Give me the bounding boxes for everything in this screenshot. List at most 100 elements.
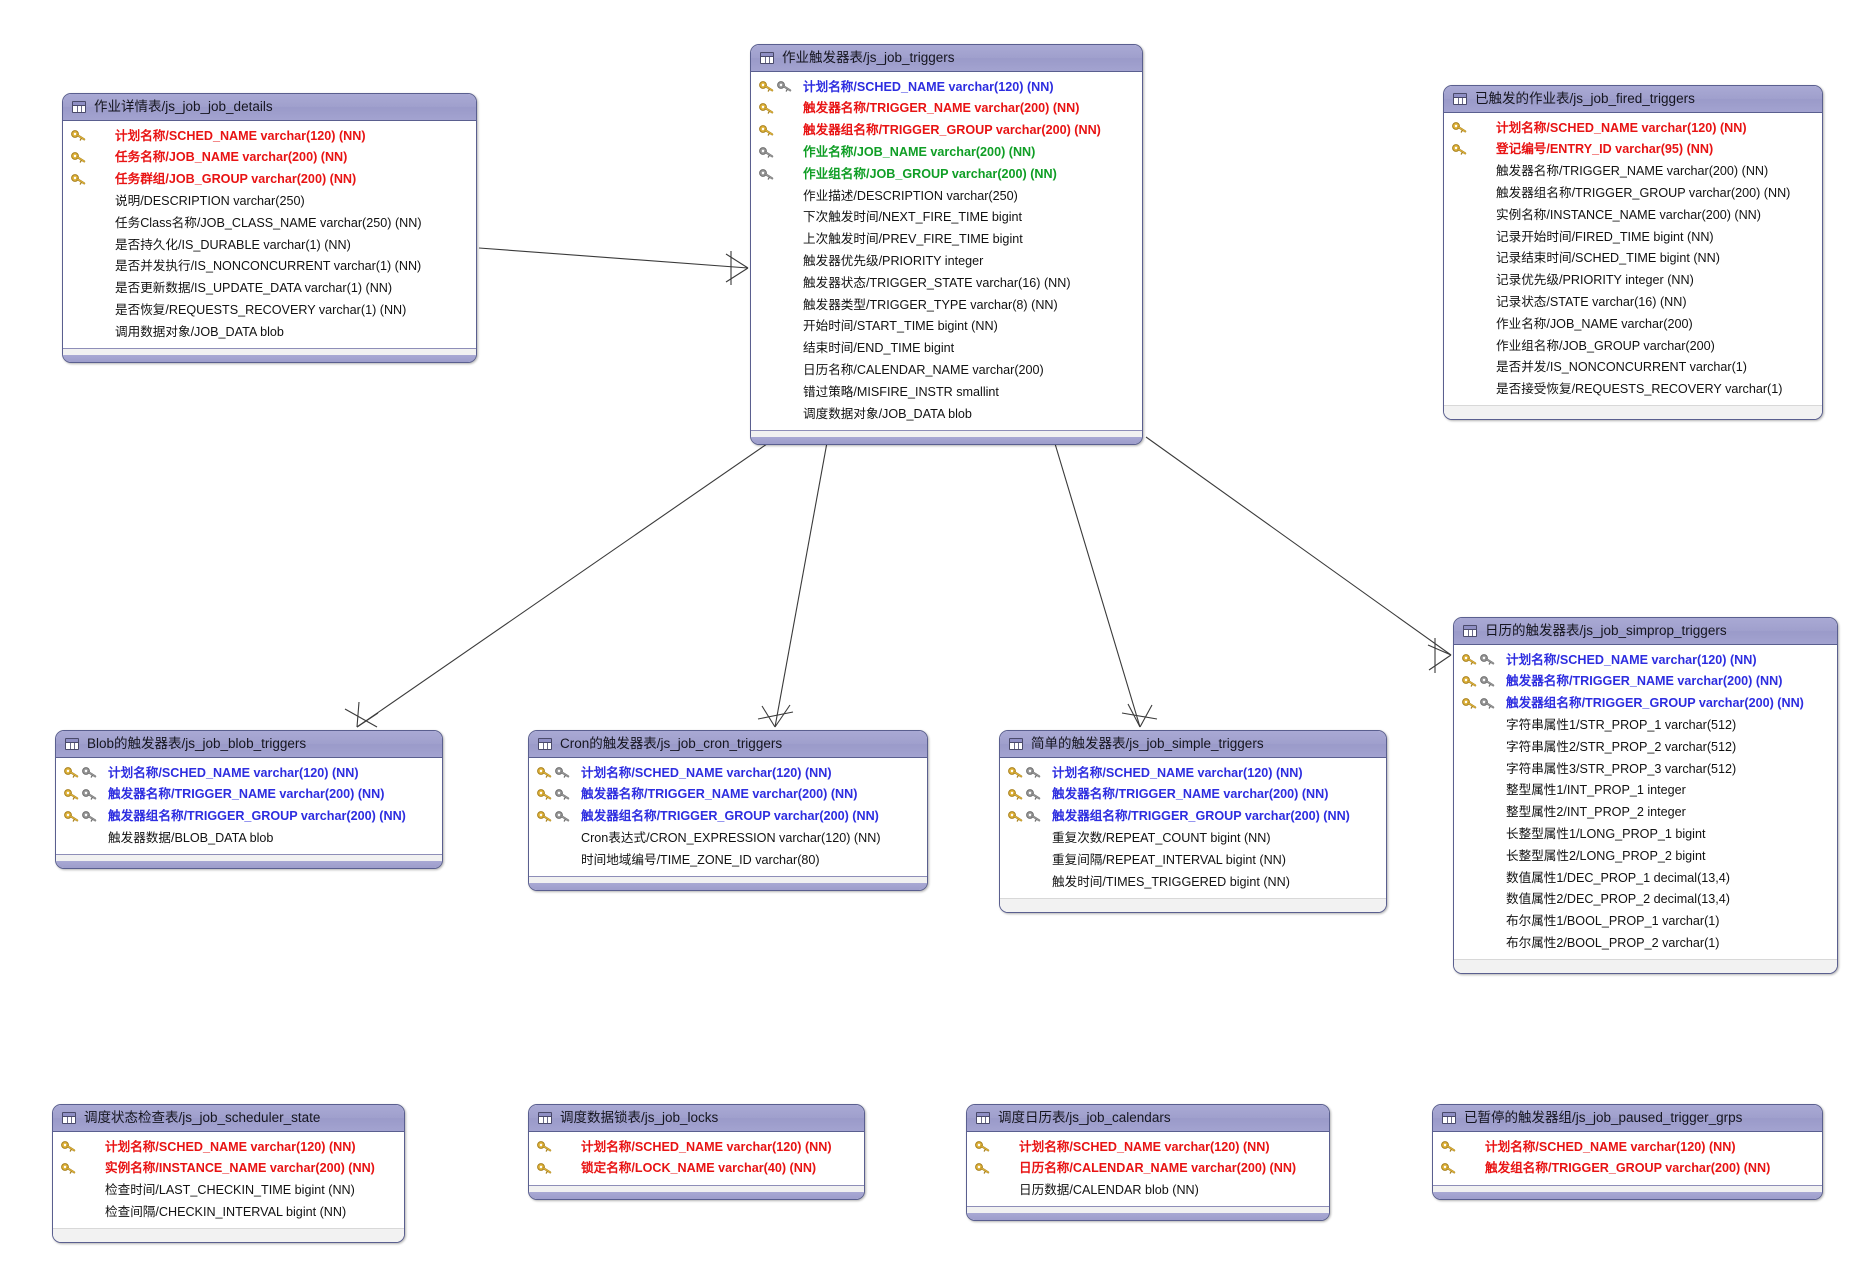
- attribute-row[interactable]: 说明/DESCRIPTION varchar(250): [63, 190, 476, 212]
- entity-locks[interactable]: 调度数据锁表/js_job_locks 计划名称/SCHED_NAME varc…: [528, 1104, 865, 1200]
- attribute-row[interactable]: 触发器名称/TRIGGER_NAME varchar(200) (NN): [1454, 671, 1837, 693]
- attribute-row[interactable]: 触发器名称/TRIGGER_NAME varchar(200) (NN): [751, 98, 1142, 120]
- attribute-label: 日历名称/CALENDAR_NAME varchar(200) (NN): [1019, 1161, 1297, 1176]
- entity-simprop_triggers[interactable]: 日历的触发器表/js_job_simprop_triggers 计划名称/SCH…: [1453, 617, 1838, 975]
- attribute-row[interactable]: 日历名称/CALENDAR_NAME varchar(200): [751, 359, 1142, 381]
- attribute-row[interactable]: 计划名称/SCHED_NAME varchar(120) (NN): [967, 1136, 1329, 1158]
- attribute-label: 调度数据对象/JOB_DATA blob: [803, 406, 972, 421]
- attribute-row[interactable]: 长整型属性1/LONG_PROP_1 bigint: [1454, 823, 1837, 845]
- attribute-row[interactable]: 作业名称/JOB_NAME varchar(200): [1444, 313, 1822, 335]
- attribute-row[interactable]: 布尔属性2/BOOL_PROP_2 varchar(1): [1454, 932, 1837, 954]
- attribute-row[interactable]: 是否更新数据/IS_UPDATE_DATA varchar(1) (NN): [63, 278, 476, 300]
- attribute-row[interactable]: 开始时间/START_TIME bigint (NN): [751, 316, 1142, 338]
- attribute-row[interactable]: 长整型属性2/LONG_PROP_2 bigint: [1454, 845, 1837, 867]
- attribute-row[interactable]: 上次触发时间/PREV_FIRE_TIME bigint: [751, 229, 1142, 251]
- entity-job_details[interactable]: 作业详情表/js_job_job_details 计划名称/SCHED_NAME…: [62, 93, 477, 363]
- attribute-row[interactable]: 结束时间/END_TIME bigint: [751, 338, 1142, 360]
- attribute-row[interactable]: 是否接受恢复/REQUESTS_RECOVERY varchar(1): [1444, 379, 1822, 401]
- attribute-row[interactable]: 实例名称/INSTANCE_NAME varchar(200) (NN): [53, 1158, 404, 1180]
- attribute-row[interactable]: 触发器组名称/TRIGGER_GROUP varchar(200) (NN): [1454, 693, 1837, 715]
- attribute-row[interactable]: 整型属性1/INT_PROP_1 integer: [1454, 780, 1837, 802]
- attribute-row[interactable]: 锁定名称/LOCK_NAME varchar(40) (NN): [529, 1158, 864, 1180]
- attribute-row[interactable]: 计划名称/SCHED_NAME varchar(120) (NN): [56, 762, 442, 784]
- attribute-row[interactable]: 检查间隔/CHECKIN_INTERVAL bigint (NN): [53, 1201, 404, 1223]
- attribute-row[interactable]: 触发器组名称/TRIGGER_GROUP varchar(200) (NN): [1000, 806, 1386, 828]
- attribute-row[interactable]: 记录优先级/PRIORITY integer (NN): [1444, 270, 1822, 292]
- table-icon: [1463, 625, 1477, 637]
- attribute-row[interactable]: 是否并发执行/IS_NONCONCURRENT varchar(1) (NN): [63, 256, 476, 278]
- attribute-label: 作业名称/JOB_NAME varchar(200): [1496, 316, 1693, 331]
- attribute-row[interactable]: 整型属性2/INT_PROP_2 integer: [1454, 802, 1837, 824]
- attribute-row[interactable]: 作业组名称/JOB_GROUP varchar(200) (NN): [751, 163, 1142, 185]
- attribute-row[interactable]: 记录结束时间/SCHED_TIME bigint (NN): [1444, 248, 1822, 270]
- attribute-label: 是否持久化/IS_DURABLE varchar(1) (NN): [115, 237, 351, 252]
- attribute-row[interactable]: 数值属性2/DEC_PROP_2 decimal(13,4): [1454, 889, 1837, 911]
- attribute-row[interactable]: 触发器组名称/TRIGGER_GROUP varchar(200) (NN): [1444, 182, 1822, 204]
- attribute-row[interactable]: 下次触发时间/NEXT_FIRE_TIME bigint: [751, 207, 1142, 229]
- attribute-row[interactable]: 记录状态/STATE varchar(16) (NN): [1444, 291, 1822, 313]
- attribute-row[interactable]: 任务名称/JOB_NAME varchar(200) (NN): [63, 147, 476, 169]
- attribute-row[interactable]: 触发器类型/TRIGGER_TYPE varchar(8) (NN): [751, 294, 1142, 316]
- attribute-row[interactable]: 日历数据/CALENDAR blob (NN): [967, 1180, 1329, 1202]
- attribute-row[interactable]: 计划名称/SCHED_NAME varchar(120) (NN): [1454, 649, 1837, 671]
- attribute-row[interactable]: 调度数据对象/JOB_DATA blob: [751, 403, 1142, 425]
- attribute-row[interactable]: 记录开始时间/FIRED_TIME bigint (NN): [1444, 226, 1822, 248]
- attribute-row[interactable]: 是否持久化/IS_DURABLE varchar(1) (NN): [63, 234, 476, 256]
- attribute-row[interactable]: 计划名称/SCHED_NAME varchar(120) (NN): [1444, 117, 1822, 139]
- attribute-row[interactable]: 触发器组名称/TRIGGER_GROUP varchar(200) (NN): [529, 806, 927, 828]
- attribute-row[interactable]: 作业描述/DESCRIPTION varchar(250): [751, 185, 1142, 207]
- attribute-row[interactable]: 触发器组名称/TRIGGER_GROUP varchar(200) (NN): [56, 806, 442, 828]
- attribute-row[interactable]: 任务Class名称/JOB_CLASS_NAME varchar(250) (N…: [63, 212, 476, 234]
- attribute-row[interactable]: 日历名称/CALENDAR_NAME varchar(200) (NN): [967, 1158, 1329, 1180]
- attribute-row[interactable]: 作业名称/JOB_NAME varchar(200) (NN): [751, 141, 1142, 163]
- attribute-row[interactable]: 触发器名称/TRIGGER_NAME varchar(200) (NN): [1444, 161, 1822, 183]
- attribute-row[interactable]: 触发器名称/TRIGGER_NAME varchar(200) (NN): [56, 784, 442, 806]
- attribute-row[interactable]: 任务群组/JOB_GROUP varchar(200) (NN): [63, 169, 476, 191]
- attribute-row[interactable]: 重复间隔/REPEAT_INTERVAL bigint (NN): [1000, 849, 1386, 871]
- attribute-row[interactable]: 实例名称/INSTANCE_NAME varchar(200) (NN): [1444, 204, 1822, 226]
- attribute-row[interactable]: 触发器状态/TRIGGER_STATE varchar(16) (NN): [751, 272, 1142, 294]
- attribute-row[interactable]: 计划名称/SCHED_NAME varchar(120) (NN): [529, 762, 927, 784]
- attribute-row[interactable]: 触发器优先级/PRIORITY integer: [751, 250, 1142, 272]
- attribute-row[interactable]: 字符串属性2/STR_PROP_2 varchar(512): [1454, 736, 1837, 758]
- table-icon: [538, 738, 552, 750]
- attribute-row[interactable]: 触发时间/TIMES_TRIGGERED bigint (NN): [1000, 871, 1386, 893]
- entity-blob_triggers[interactable]: Blob的触发器表/js_job_blob_triggers 计划名称/SCHE…: [55, 730, 443, 870]
- attribute-row[interactable]: 计划名称/SCHED_NAME varchar(120) (NN): [1433, 1136, 1822, 1158]
- attribute-row[interactable]: 调用数据对象/JOB_DATA blob: [63, 321, 476, 343]
- entity-cron_triggers[interactable]: Cron的触发器表/js_job_cron_triggers 计划名称/SCHE…: [528, 730, 928, 891]
- attribute-row[interactable]: 计划名称/SCHED_NAME varchar(120) (NN): [751, 76, 1142, 98]
- attribute-list-locks: 计划名称/SCHED_NAME varchar(120) (NN)锁定名称/LO…: [529, 1132, 864, 1185]
- entity-fired_triggers[interactable]: 已触发的作业表/js_job_fired_triggers 计划名称/SCHED…: [1443, 85, 1823, 421]
- attribute-row[interactable]: 计划名称/SCHED_NAME varchar(120) (NN): [529, 1136, 864, 1158]
- entity-scheduler_state[interactable]: 调度状态检查表/js_job_scheduler_state 计划名称/SCHE…: [52, 1104, 405, 1244]
- attribute-row[interactable]: 计划名称/SCHED_NAME varchar(120) (NN): [63, 125, 476, 147]
- attribute-row[interactable]: 字符串属性1/STR_PROP_1 varchar(512): [1454, 714, 1837, 736]
- attribute-row[interactable]: 重复次数/REPEAT_COUNT bigint (NN): [1000, 827, 1386, 849]
- attribute-row[interactable]: 作业组名称/JOB_GROUP varchar(200): [1444, 335, 1822, 357]
- attribute-row[interactable]: 错过策略/MISFIRE_INSTR smallint: [751, 381, 1142, 403]
- attribute-row[interactable]: Cron表达式/CRON_EXPRESSION varchar(120) (NN…: [529, 827, 927, 849]
- attribute-row[interactable]: 字符串属性3/STR_PROP_3 varchar(512): [1454, 758, 1837, 780]
- entity-simple_triggers[interactable]: 简单的触发器表/js_job_simple_triggers 计划名称/SCHE…: [999, 730, 1387, 913]
- attribute-row[interactable]: 检查时间/LAST_CHECKIN_TIME bigint (NN): [53, 1180, 404, 1202]
- attribute-row[interactable]: 触发器数据/BLOB_DATA blob: [56, 827, 442, 849]
- attribute-row[interactable]: 计划名称/SCHED_NAME varchar(120) (NN): [53, 1136, 404, 1158]
- attribute-row[interactable]: 是否并发/IS_NONCONCURRENT varchar(1): [1444, 357, 1822, 379]
- attribute-row[interactable]: 触发器名称/TRIGGER_NAME varchar(200) (NN): [1000, 784, 1386, 806]
- entity-paused_trigger_grps[interactable]: 已暂停的触发器组/js_job_paused_trigger_grps 计划名称…: [1432, 1104, 1823, 1200]
- entity-job_triggers[interactable]: 作业触发器表/js_job_triggers 计划名称/SCHED_NAME v…: [750, 44, 1143, 445]
- attribute-row[interactable]: 数值属性1/DEC_PROP_1 decimal(13,4): [1454, 867, 1837, 889]
- attribute-row[interactable]: 布尔属性1/BOOL_PROP_1 varchar(1): [1454, 911, 1837, 933]
- attribute-row[interactable]: 计划名称/SCHED_NAME varchar(120) (NN): [1000, 762, 1386, 784]
- attribute-row[interactable]: 触发器组名称/TRIGGER_GROUP varchar(200) (NN): [751, 120, 1142, 142]
- entity-footer-cron_triggers: [529, 875, 927, 890]
- attribute-row[interactable]: 时间地域编号/TIME_ZONE_ID varchar(80): [529, 849, 927, 871]
- entity-calendars[interactable]: 调度日历表/js_job_calendars 计划名称/SCHED_NAME v…: [966, 1104, 1330, 1222]
- attribute-label: 任务名称/JOB_NAME varchar(200) (NN): [115, 150, 348, 165]
- attribute-row[interactable]: 触发器名称/TRIGGER_NAME varchar(200) (NN): [529, 784, 927, 806]
- entity-title: 作业详情表/js_job_job_details: [94, 99, 273, 115]
- attribute-row[interactable]: 登记编号/ENTRY_ID varchar(95) (NN): [1444, 139, 1822, 161]
- attribute-row[interactable]: 是否恢复/REQUESTS_RECOVERY varchar(1) (NN): [63, 299, 476, 321]
- attribute-row[interactable]: 触发组名称/TRIGGER_GROUP varchar(200) (NN): [1433, 1158, 1822, 1180]
